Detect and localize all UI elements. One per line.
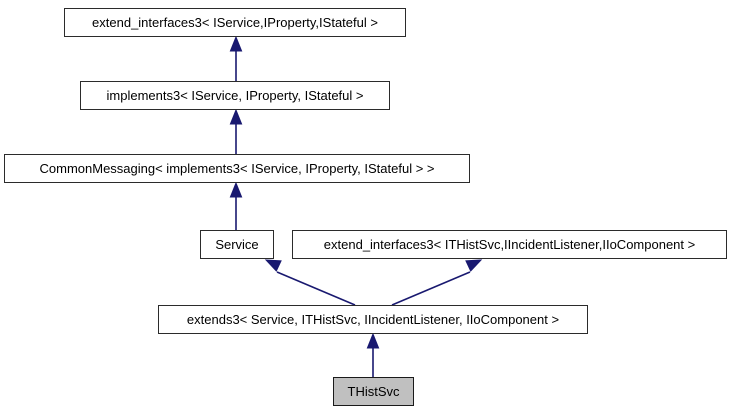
uml-class-node-thistsvc[interactable]: THistSvc — [333, 377, 414, 406]
uml-class-node-service[interactable]: Service — [200, 230, 274, 259]
inheritance-edge-edge-common_messaging-to-implements3 — [229, 108, 243, 154]
uml-class-label: extend_interfaces3< ITHistSvc,IIncidentL… — [323, 237, 696, 252]
edge-arrowhead-icon — [229, 181, 243, 198]
edge-arrowhead-icon — [264, 259, 282, 272]
uml-class-label: THistSvc — [347, 384, 400, 399]
uml-class-node-extend_interfaces3_thistsvc[interactable]: extend_interfaces3< ITHistSvc,IIncidentL… — [292, 230, 727, 259]
uml-class-node-extends3_service_thistsvc[interactable]: extends3< Service, ITHistSvc, IIncidentL… — [158, 305, 588, 334]
uml-class-node-implements3_service[interactable]: implements3< IService, IProperty, IState… — [80, 81, 390, 110]
uml-class-label: Service — [215, 237, 259, 252]
edge-arrowhead-icon — [229, 35, 243, 52]
edge-line — [276, 271, 356, 306]
inheritance-edge-edge-thistsvc-to-extends3 — [366, 332, 380, 377]
uml-class-label: extends3< Service, ITHistSvc, IIncidentL… — [186, 312, 560, 327]
inheritance-edge-edge-extends3-to-service — [264, 259, 356, 306]
uml-class-label: implements3< IService, IProperty, IState… — [106, 88, 364, 103]
uml-class-node-extend_interfaces3_service[interactable]: extend_interfaces3< IService,IProperty,I… — [64, 8, 406, 37]
edge-arrowhead-icon — [366, 332, 380, 349]
edge-arrowhead-icon — [229, 108, 243, 125]
inheritance-edge-edge-service-to-common_messaging — [229, 181, 243, 230]
uml-class-label: CommonMessaging< implements3< IService, … — [39, 161, 435, 176]
uml-class-node-common_messaging[interactable]: CommonMessaging< implements3< IService, … — [4, 154, 470, 183]
uml-class-label: extend_interfaces3< IService,IProperty,I… — [92, 15, 378, 30]
edge-line — [391, 271, 471, 306]
inheritance-edge-edge-extends3-to-extend_interfaces3_thistsvc — [391, 259, 483, 306]
inheritance-edge-edge-implements3-to-extend_interfaces3_service — [229, 35, 243, 81]
edge-arrowhead-icon — [465, 259, 483, 272]
